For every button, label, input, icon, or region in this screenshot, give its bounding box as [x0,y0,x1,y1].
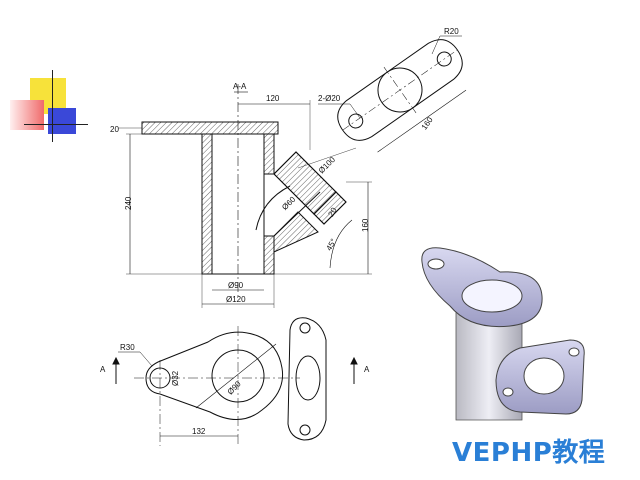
decor-cross-horizontal [24,124,88,125]
section-view [118,84,372,308]
dim-flange-thickness: 20 [110,125,119,134]
section-mark-left: A [100,365,106,374]
dim-bottom-inner-diameter: Ø90 [228,281,244,290]
section-title: A-A [233,82,247,91]
section-mark-right: A [364,365,370,374]
dim-bottom-outer-diameter: Ø120 [226,295,246,304]
decor-red-square [10,100,44,130]
dim-plan-length: 132 [192,427,206,436]
dim-height: 240 [124,196,133,210]
dim-plan-radius: R30 [120,343,135,352]
decor-cross-vertical [52,70,53,142]
plan-view [112,317,358,446]
isometric-render [410,240,600,421]
dim-branch-height: 160 [361,218,370,232]
flange-view [337,39,467,153]
dim-flange-radius: R20 [444,27,459,36]
dim-top-offset: 120 [266,94,280,103]
dim-plan-hole: Ø32 [171,370,180,386]
dim-hole-count: 2-Ø20 [318,94,341,103]
brand-watermark: VEPHP教程 [452,438,606,468]
